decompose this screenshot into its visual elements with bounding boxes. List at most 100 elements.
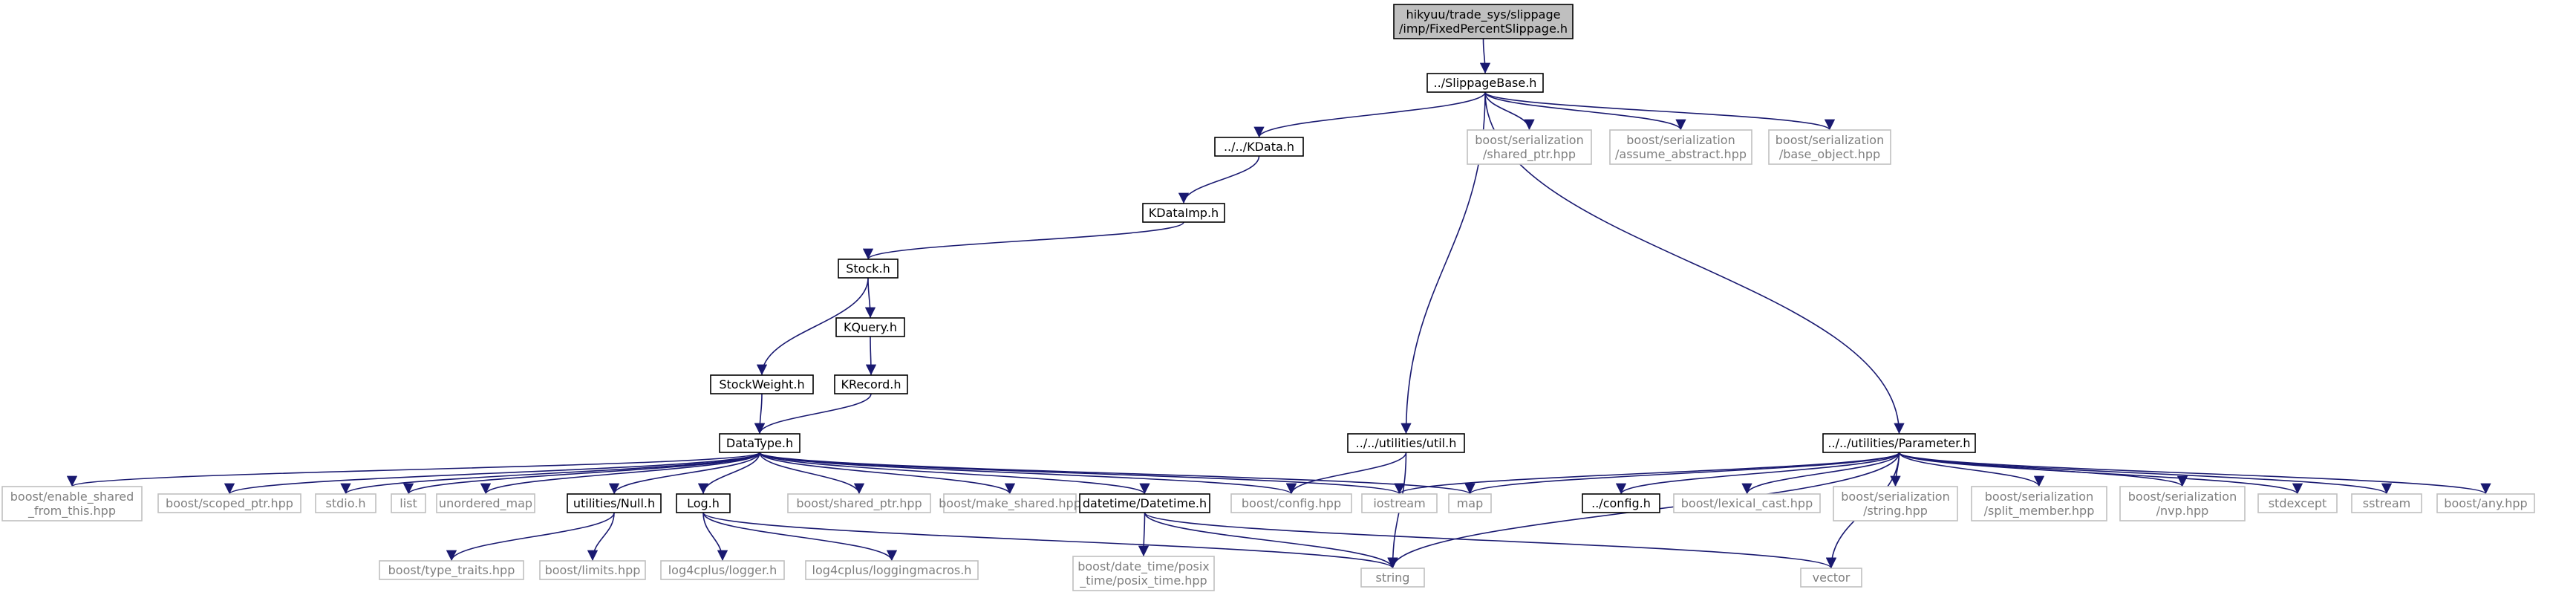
node-box <box>1426 73 1544 93</box>
node-box <box>660 560 785 580</box>
node-make-shared: boost/make_shared.hpp <box>939 493 1081 513</box>
node-type-traits: boost/type_traits.hpp <box>379 560 524 580</box>
node-label: KDataImp.h <box>1149 206 1219 220</box>
node-label: ../../KData.h <box>1224 140 1294 154</box>
node-box <box>2257 493 2338 513</box>
node-box <box>391 493 426 513</box>
node-iostream: iostream <box>1361 493 1438 513</box>
node-logger: log4cplus/logger.h <box>660 560 785 580</box>
node-kdataimp[interactable]: KDataImp.h <box>1142 203 1225 223</box>
node-box <box>835 317 905 337</box>
edge-util-to-boost-config <box>1285 452 1407 495</box>
edge-kdataimp-to-stock <box>863 221 1184 260</box>
node-limits: boost/limits.hpp <box>539 560 646 580</box>
node-label: Stock.h <box>846 261 890 276</box>
edge-kquery-to-krecord <box>865 336 877 376</box>
node-box <box>1347 433 1465 453</box>
node-label: boost/make_shared.hpp <box>939 496 1081 511</box>
node-box <box>567 493 662 513</box>
node-box <box>834 374 908 394</box>
node-box <box>710 374 814 394</box>
node-ser-split-member: boost/serialization/split_member.hpp <box>1971 486 2107 521</box>
node-sstream: sstream <box>2351 493 2422 513</box>
edge-parameter-to-ser-split-member <box>1898 452 2045 487</box>
node-label: boost/type_traits.hpp <box>388 563 515 578</box>
edge-slippagebase-to-ser-assume-abstract <box>1484 91 1686 131</box>
node-label: boost/shared_ptr.hpp <box>796 496 922 511</box>
edge-stock-to-kquery <box>864 277 876 319</box>
node-label: stdio.h <box>326 496 366 510</box>
edge-parameter-to-sstream <box>1898 452 2392 495</box>
node-parameter[interactable]: ../../utilities/Parameter.h <box>1822 433 1976 453</box>
node-box <box>676 493 731 513</box>
node-stock[interactable]: Stock.h <box>838 259 899 279</box>
edge-datatype-to-boost-config <box>759 452 1297 495</box>
edge-datetime-to-vector <box>1144 512 1836 569</box>
node-label: boost/enable_shared <box>10 490 134 504</box>
edge-parameter-to-stdexcept <box>1898 452 2303 495</box>
node-log[interactable]: Log.h <box>676 493 731 513</box>
node-ser-assume-abstract: boost/serialization/assume_abstract.hpp <box>1609 129 1752 165</box>
node-box <box>787 493 931 513</box>
node-label: stdexcept <box>2269 496 2327 510</box>
node-box <box>1072 556 1215 591</box>
node-box <box>1822 433 1976 453</box>
node-enable-shared: boost/enable_shared_from_this.hpp <box>1 486 143 521</box>
node-box <box>2436 493 2535 513</box>
node-box <box>1393 4 1574 39</box>
edge-root-to-slippagebase <box>1479 38 1491 74</box>
node-box <box>805 560 979 580</box>
edge-null-to-limits <box>587 512 615 562</box>
node-label: iostream <box>1373 496 1425 510</box>
node-label: sstream <box>2363 496 2410 510</box>
edge-datatype-to-stdio <box>340 452 760 495</box>
node-box <box>1230 493 1352 513</box>
node-box <box>1971 486 2107 521</box>
node-boost-config: boost/config.hpp <box>1230 493 1352 513</box>
node-label: /nvp.hpp <box>2156 504 2209 518</box>
node-config[interactable]: ../config.h <box>1582 493 1660 513</box>
node-label: /shared_ptr.hpp <box>1483 147 1576 162</box>
node-box <box>1800 568 1862 588</box>
edge-log-to-string <box>702 512 1398 569</box>
node-box <box>436 493 535 513</box>
node-slippagebase[interactable]: ../SlippageBase.h <box>1426 73 1544 93</box>
node-label: ../SlippageBase.h <box>1434 76 1537 90</box>
node-datetime[interactable]: datetime/Datetime.h <box>1079 493 1210 513</box>
edge-stock-to-stockweight <box>756 277 869 376</box>
node-krecord[interactable]: KRecord.h <box>834 374 908 394</box>
edge-slippagebase-to-ser-base-object <box>1484 91 1835 131</box>
node-label: StockWeight.h <box>719 377 804 391</box>
edge-log-to-logger <box>702 512 728 562</box>
node-label: boost/serialization <box>1985 490 2093 504</box>
node-label: boost/serialization <box>1841 490 1949 504</box>
node-box <box>539 560 646 580</box>
node-datatype[interactable]: DataType.h <box>719 433 800 453</box>
node-box <box>1361 493 1438 513</box>
edge-stockweight-to-datatype <box>754 393 766 435</box>
node-box <box>1142 203 1225 223</box>
node-kdata[interactable]: ../../KData.h <box>1214 137 1304 157</box>
node-label: boost/limits.hpp <box>545 563 641 577</box>
edge-krecord-to-datatype <box>754 393 872 435</box>
node-kquery[interactable]: KQuery.h <box>835 317 905 337</box>
edge-datetime-to-posix-time <box>1138 512 1150 557</box>
node-stockweight[interactable]: StockWeight.h <box>710 374 814 394</box>
node-label: log4cplus/logger.h <box>668 563 777 577</box>
edge-datatype-to-unordered-map <box>480 452 760 495</box>
node-label: list <box>400 496 417 510</box>
node-label: boost/any.hpp <box>2444 496 2527 510</box>
node-box <box>719 433 800 453</box>
node-loggingmacros: log4cplus/loggingmacros.h <box>805 560 979 580</box>
edge-slippagebase-to-ser-shared-ptr <box>1484 91 1535 131</box>
node-label: hikyuu/trade_sys/slippage <box>1406 7 1561 22</box>
node-util[interactable]: ../../utilities/util.h <box>1347 433 1465 453</box>
edge-datetime-to-string <box>1144 512 1398 569</box>
node-ser-string: boost/serialization/string.hpp <box>1833 486 1958 521</box>
node-root[interactable]: hikyuu/trade_sys/slippage/imp/FixedPerce… <box>1393 4 1574 39</box>
node-null[interactable]: utilities/Null.h <box>567 493 662 513</box>
node-stdio: stdio.h <box>315 493 376 513</box>
edge-datatype-to-map <box>759 452 1476 495</box>
node-box <box>1 486 143 521</box>
